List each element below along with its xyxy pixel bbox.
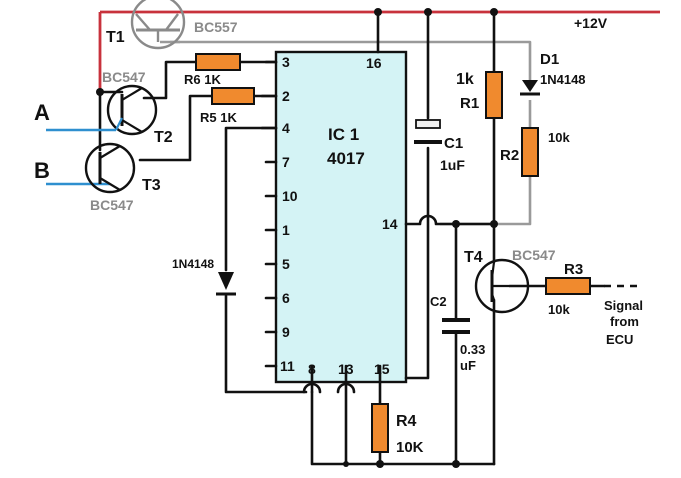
signal-line3: ECU bbox=[606, 332, 633, 347]
ic-left-pin-labels: 3 2 4 7 10 1 5 6 9 11 bbox=[280, 54, 298, 374]
transistor-t4 bbox=[474, 258, 530, 314]
capacitor-c2 bbox=[442, 318, 470, 334]
t2-type: BC547 bbox=[102, 69, 146, 85]
pin-label: 6 bbox=[282, 290, 290, 306]
c1-ref: C1 bbox=[444, 135, 463, 152]
c2-value-line1: 0.33 bbox=[460, 342, 485, 357]
r1-ref: R1 bbox=[460, 95, 479, 112]
signal-line2: from bbox=[610, 314, 639, 329]
wire-hop bbox=[336, 382, 356, 394]
resistor-r1 bbox=[485, 71, 503, 119]
resistor-r5 bbox=[211, 87, 255, 105]
input-a-label: A bbox=[34, 100, 50, 125]
junction-dots bbox=[96, 8, 498, 468]
pin-label: 9 bbox=[282, 324, 290, 340]
pin-label-16: 16 bbox=[366, 55, 382, 71]
c2-ref: C2 bbox=[430, 294, 447, 309]
pin-label: 11 bbox=[280, 358, 295, 374]
resistor-r3 bbox=[545, 277, 591, 295]
pin-label-15: 15 bbox=[374, 361, 390, 377]
diode-1n4148 bbox=[216, 272, 236, 296]
pin-label: 4 bbox=[282, 120, 290, 136]
r1-value: 1k bbox=[456, 71, 474, 88]
r4-ref: R4 bbox=[396, 413, 417, 430]
pin-label: 3 bbox=[282, 54, 290, 70]
ic-name: IC 1 bbox=[328, 125, 359, 144]
r2-ref: R2 bbox=[500, 147, 519, 164]
r3-value: 10k bbox=[548, 302, 570, 317]
t4-ref: T4 bbox=[464, 249, 483, 266]
resistor-r2 bbox=[521, 127, 539, 177]
input-b-label: B bbox=[34, 158, 50, 183]
r3-ref: R3 bbox=[564, 261, 583, 278]
supply-label: +12V bbox=[574, 15, 608, 31]
r5-label: R5 1K bbox=[200, 110, 237, 125]
resistor-r4 bbox=[371, 403, 389, 453]
t1-type: BC557 bbox=[194, 19, 238, 35]
ic-4017-body bbox=[274, 50, 408, 384]
ic-part-number: 4017 bbox=[327, 149, 365, 168]
c2-value-line2: uF bbox=[460, 358, 476, 373]
signal-line1: Signal bbox=[604, 298, 643, 313]
t1-ref: T1 bbox=[106, 29, 125, 46]
c1-value: 1uF bbox=[440, 157, 465, 173]
pin-label: 2 bbox=[282, 88, 290, 104]
transistor-t1 bbox=[130, 0, 186, 50]
transistor-t2 bbox=[106, 84, 158, 136]
r4-value: 10K bbox=[396, 439, 424, 456]
diode-d1 bbox=[520, 80, 540, 96]
r2-value: 10k bbox=[548, 130, 570, 145]
pin-label-14: 14 bbox=[382, 216, 398, 232]
pin-label: 10 bbox=[282, 188, 298, 204]
pin-label: 7 bbox=[282, 154, 290, 170]
d1-ref: D1 bbox=[540, 51, 559, 68]
t2-ref: T2 bbox=[154, 129, 173, 146]
capacitor-c1 bbox=[414, 119, 442, 144]
t3-ref: T3 bbox=[142, 177, 161, 194]
t4-type: BC547 bbox=[512, 247, 556, 263]
r6-label: R6 1K bbox=[184, 72, 221, 87]
resistor-r6 bbox=[195, 53, 241, 71]
transistor-t3 bbox=[84, 142, 136, 194]
pin-label: 5 bbox=[282, 256, 290, 272]
diode-type-label: 1N4148 bbox=[172, 257, 214, 271]
t3-type: BC547 bbox=[90, 197, 134, 213]
input-wires bbox=[46, 128, 116, 186]
ic-left-pin-stubs bbox=[260, 60, 278, 368]
wire-hop bbox=[302, 382, 322, 394]
pin-label: 1 bbox=[282, 222, 290, 238]
black-wiring bbox=[98, 10, 606, 466]
d1-type: 1N4148 bbox=[540, 72, 586, 87]
